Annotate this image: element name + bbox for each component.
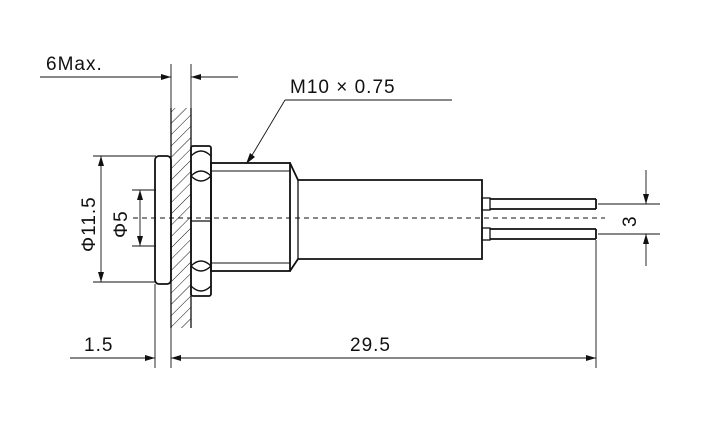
inner-diameter-label: Φ5 [111,210,132,238]
pin-spacing-dimension: 3 [598,170,660,266]
outer-diameter-dimension: Φ11.5 [79,155,156,283]
thread-label: M10 × 0.75 [290,77,396,98]
pin-spacing-label: 3 [620,215,641,227]
bezel-flange [154,155,172,285]
hex-nut [190,145,212,297]
bezel-depth-label: 1.5 [84,335,113,356]
rear-body [289,162,483,272]
inner-diameter-dimension: Φ5 [111,189,156,247]
length-dimensions: 1.5 29.5 [70,240,597,368]
panel-thickness-label: 6Max. [46,54,103,75]
thread-callout: M10 × 0.75 [246,77,452,164]
terminal-pins [481,197,597,241]
outer-diameter-label: Φ11.5 [79,196,100,252]
body-length-label: 29.5 [350,335,391,356]
threaded-bushing [210,162,291,272]
panel-thickness-dimension: 6Max. [40,54,238,108]
